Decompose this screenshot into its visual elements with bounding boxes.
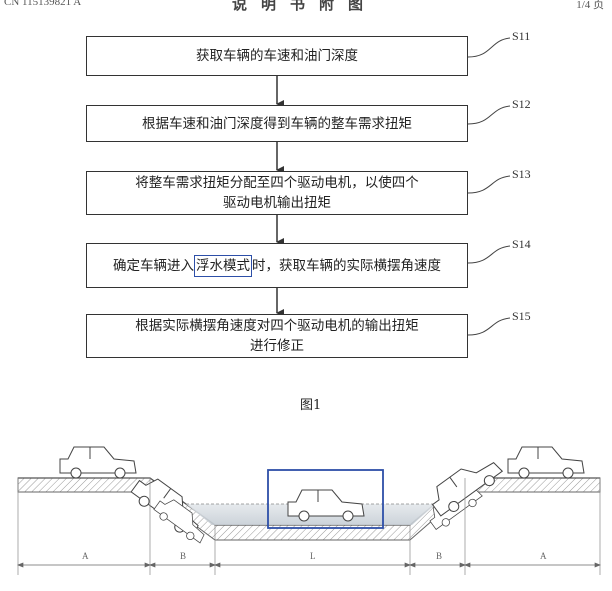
step-label-s15: S15 — [512, 309, 531, 323]
dimension-guides — [17, 478, 601, 575]
page-number: 1/4 页 — [576, 0, 604, 11]
ground-profile — [17, 477, 601, 541]
zone-label-b-left: B — [180, 551, 187, 561]
step-label-s13: S13 — [512, 167, 531, 181]
step-text-s13: 将整车需求扭矩分配至四个驱动电机，以使四个 驱动电机输出扭矩 — [135, 175, 419, 211]
leader-s12 — [467, 105, 511, 125]
step-text-s11: 获取车辆的车速和油门深度 — [196, 48, 358, 64]
road-surface — [18, 477, 600, 526]
step-box-s12: 根据车速和油门深度得到车辆的整车需求扭矩 — [86, 105, 468, 142]
flowchart-connectors — [276, 37, 511, 336]
leader-s13 — [467, 175, 511, 194]
zone-label-a-right: A — [540, 551, 547, 561]
step-label-s11: S11 — [512, 29, 531, 43]
water-body — [186, 504, 436, 525]
leader-s14 — [467, 245, 511, 264]
step-text-s12: 根据车速和油门深度得到车辆的整车需求扭矩 — [142, 115, 412, 132]
step-box-s11: 获取车辆的车速和油门深度 — [86, 36, 468, 76]
leader-s11 — [467, 37, 511, 58]
dimension-line — [17, 562, 601, 568]
zone-label-l: L — [310, 551, 316, 561]
figure-label: 图1 — [300, 398, 322, 413]
car-right-top — [507, 446, 585, 479]
car-left-slope-1 — [130, 478, 199, 538]
step-box-s13: 将整车需求扭矩分配至四个驱动电机，以使四个 驱动电机输出扭矩 — [86, 171, 468, 215]
car-left-slope-2 — [153, 499, 205, 544]
zone-label-b-right: B — [436, 551, 443, 561]
leader-s15 — [467, 317, 511, 336]
zone-label-a-left: A — [82, 551, 89, 561]
car-left-top — [59, 446, 137, 479]
step-text-s14-before: 确定车辆进入 — [113, 257, 194, 274]
car-floating — [287, 489, 365, 522]
step-label-s14: S14 — [512, 237, 531, 251]
document-number: CN 115139821 A — [4, 0, 82, 8]
float-mode-highlight: 浮水模式 — [194, 254, 252, 277]
floating-car-highlight — [267, 469, 384, 529]
step-label-s12: S12 — [512, 97, 531, 111]
step-text-s14: 确定车辆进入浮水模式时，获取车辆的实际横摆角速度 — [113, 254, 441, 277]
car-right-slope-1 — [431, 462, 504, 517]
step-box-s14: 确定车辆进入浮水模式时，获取车辆的实际横摆角速度 — [86, 243, 468, 288]
step-box-s15: 根据实际横摆角速度对四个驱动电机的输出扭矩 进行修正 — [86, 314, 468, 358]
section-title: 说明书附图 — [232, 0, 378, 13]
step-text-s15: 根据实际横摆角速度对四个驱动电机的输出扭矩 进行修正 — [135, 318, 419, 354]
step-text-s14-after: 时，获取车辆的实际横摆角速度 — [252, 257, 441, 274]
car-right-slope-2 — [429, 489, 483, 530]
